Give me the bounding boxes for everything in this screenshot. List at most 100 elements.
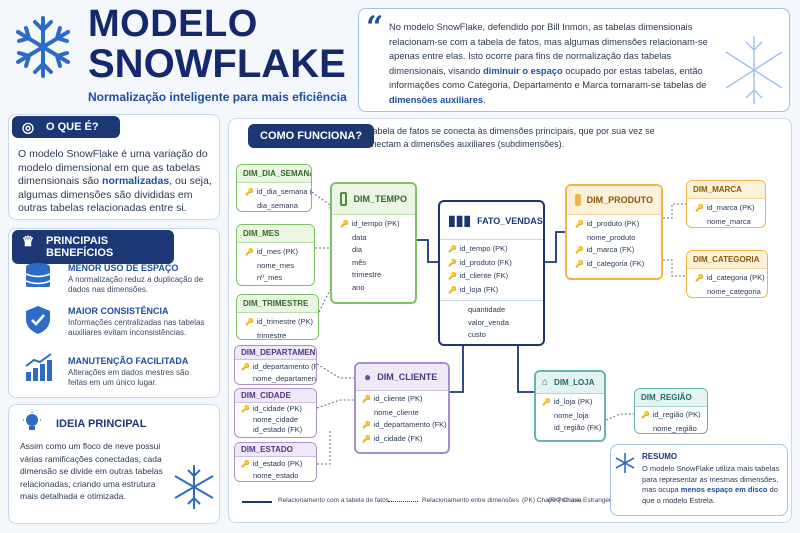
table-title: DIM_DIA_SEMANA xyxy=(237,165,311,183)
table-field: id_loja (PK) xyxy=(553,397,593,406)
legend-solid-line xyxy=(242,501,272,503)
table-field: dia xyxy=(352,245,363,254)
table-field: id_mes (PK) xyxy=(256,247,298,256)
table-field: id_cliente (FK) xyxy=(459,271,509,280)
key-icon: 🔑 xyxy=(448,286,457,294)
table-field: dia_semana xyxy=(257,200,298,210)
table-dim-produto[interactable]: DIM_PRODUTO 🔑id_produto (PK) nome_produt… xyxy=(565,184,663,280)
quote-box xyxy=(358,8,790,112)
table-field: id_categoria (FK) xyxy=(586,258,645,268)
table-field: id_estado (FK) xyxy=(253,425,303,434)
table-field: valor_venda xyxy=(468,317,509,327)
table-fato-vendas[interactable]: ▮▮▮ FATO_VENDAS 🔑id_tempo (PK) 🔑id_produ… xyxy=(438,200,545,346)
table-dim-regiao[interactable]: DIM_REGIÃO 🔑id_região (PK) nome_região xyxy=(634,388,708,434)
legend-dotted-label: Relacionamento entre dimensões xyxy=(422,497,519,504)
table-title: DIM_MES xyxy=(237,225,314,243)
database-icon xyxy=(22,262,54,292)
key-icon: 🔑 xyxy=(245,319,254,326)
legend-solid-label: Relacionamento com a tabela de fatos xyxy=(278,497,389,504)
table-field: id_departamento (FK) xyxy=(373,420,447,429)
table-field: ano xyxy=(352,282,365,292)
key-icon: 🔑 xyxy=(575,221,584,228)
table-dim-marca[interactable]: DIM_MARCA 🔑id_marca (PK) nome_marca xyxy=(686,180,766,228)
snowflake-decor-icon xyxy=(722,30,786,110)
table-title: DIM_CLIENTE xyxy=(377,372,438,382)
key-icon: 🔑 xyxy=(241,406,250,413)
legend-dotted-line xyxy=(388,501,418,502)
table-dim-loja[interactable]: ⌂ DIM_LOJA 🔑id_loja (PK) nome_loja id_re… xyxy=(534,370,606,442)
trophy-icon: ♛ xyxy=(21,233,35,249)
key-icon: 🔑 xyxy=(641,412,650,419)
table-field: id_departamento (PK) xyxy=(252,362,316,371)
table-field: id_região (FK) xyxy=(554,423,602,432)
table-title: DIM_TRIMESTRE xyxy=(237,295,318,313)
benefit-title: MAIOR CONSISTÊNCIA xyxy=(68,306,169,316)
target-icon: ◎ xyxy=(21,119,35,135)
table-dim-mes[interactable]: DIM_MES 🔑id_mes (PK) nome_mes nº_mes xyxy=(236,224,315,286)
table-dim-tempo[interactable]: DIM_TEMPO 🔑id_tempo (PK) data dia mês tr… xyxy=(330,182,417,304)
table-dim-cidade[interactable]: DIM_CIDADE 🔑id_cidade (PK) nome_cidade i… xyxy=(234,388,317,438)
legend-pk-label: (PK) Chave Primária xyxy=(522,497,582,504)
benefit-text: Alterações em dados mestres são feitas e… xyxy=(68,368,189,387)
table-field: nome_cidade xyxy=(253,415,299,424)
table-field: trimestre xyxy=(257,330,287,340)
table-dim-dia-semana[interactable]: DIM_DIA_SEMANA 🔑id_dia_semana (PK) dia_s… xyxy=(236,164,312,212)
page-title-line2: SNOWFLAKE xyxy=(88,42,346,86)
table-field: nome_categoria xyxy=(707,286,761,296)
table-field: id_produto (FK) xyxy=(459,257,512,267)
benefit-text: Informações centralizadas nas tabelas au… xyxy=(68,318,205,337)
o-que-e-heading: ◎ O QUE É? xyxy=(12,116,120,138)
key-icon: 🔑 xyxy=(448,259,457,267)
key-icon: 🔑 xyxy=(575,260,584,268)
quote-text: No modelo SnowFlake, defendido por Bill … xyxy=(389,22,708,105)
page-title-line1: MODELO xyxy=(88,3,258,45)
table-title: DIM_LOJA xyxy=(554,378,595,387)
table-dim-departamento[interactable]: DIM_DEPARTAMENTO 🔑id_departamento (PK) n… xyxy=(234,345,317,385)
table-field: id_marca (PK) xyxy=(706,203,755,212)
legend-fk-label: (FK) Chave Estrangeira xyxy=(548,497,617,504)
calendar-icon xyxy=(340,192,348,206)
table-field: id_categoria (PK) xyxy=(706,273,765,282)
bar-chart-icon: ▮▮▮ xyxy=(448,212,472,228)
table-field: nome_região xyxy=(653,423,697,433)
table-dim-categoria[interactable]: DIM_CATEGORIA 🔑id_categoria (PK) nome_ca… xyxy=(686,250,768,298)
o-que-e-heading-label: O QUE É? xyxy=(46,121,99,133)
table-title: DIM_DEPARTAMENTO xyxy=(235,346,316,360)
key-icon: 🔑 xyxy=(448,273,457,280)
page-subtitle: Normalização inteligente para mais efici… xyxy=(88,90,347,104)
table-field: nº_mes xyxy=(257,273,283,282)
resumo-heading: RESUMO xyxy=(642,452,678,461)
ideia-card xyxy=(8,404,220,524)
key-icon: 🔑 xyxy=(362,396,371,403)
shield-check-icon xyxy=(24,305,52,335)
benefit-title: MENOR USO DE ESPAÇO xyxy=(68,263,179,273)
table-field: nome_produto xyxy=(587,232,636,242)
table-field: id_marca (FK) xyxy=(586,245,635,254)
key-icon: 🔑 xyxy=(241,364,250,371)
beneficios-heading-label: PRINCIPAIS BENEFÍCIOS xyxy=(46,235,114,259)
table-field: id_loja (FK) xyxy=(459,284,499,294)
key-icon: 🔑 xyxy=(448,246,457,253)
ideia-text: Assim como um floco de neve possui vária… xyxy=(20,441,163,501)
table-dim-cliente[interactable]: ● DIM_CLIENTE 🔑id_cliente (PK) nome_clie… xyxy=(354,362,450,454)
key-icon: 🔑 xyxy=(241,461,250,468)
table-title: DIM_TEMPO xyxy=(353,194,407,204)
ideia-heading: IDEIA PRINCIPAL xyxy=(56,418,147,430)
table-field: id_tempo (PK) xyxy=(459,244,508,253)
resumo-text: O modelo SnowFlake utiliza mais tabelas … xyxy=(642,464,780,505)
key-icon: 🔑 xyxy=(340,221,349,228)
table-field: id_dia_semana (PK) xyxy=(256,187,312,196)
table-field: nome_departamento xyxy=(253,374,317,383)
table-field: nome_mes xyxy=(257,260,295,270)
table-title: DIM_PRODUTO xyxy=(586,195,653,205)
table-field: nome_cliente xyxy=(374,407,419,417)
table-dim-estado[interactable]: DIM_ESTADO 🔑id_estado (PK) nome_estado xyxy=(234,442,317,482)
table-title: DIM_CIDADE xyxy=(235,389,316,403)
table-field: nome_loja xyxy=(554,410,589,420)
key-icon: 🔑 xyxy=(245,189,254,196)
table-field: id_trimestre (PK) xyxy=(256,317,313,326)
table-dim-trimestre[interactable]: DIM_TRIMESTRE 🔑id_trimestre (PK) trimest… xyxy=(236,294,319,340)
como-funciona-desc: A tabela de fatos se conecta às dimensõe… xyxy=(362,126,655,149)
table-field: nome_estado xyxy=(253,471,299,480)
table-field: id_cliente (PK) xyxy=(373,394,423,403)
